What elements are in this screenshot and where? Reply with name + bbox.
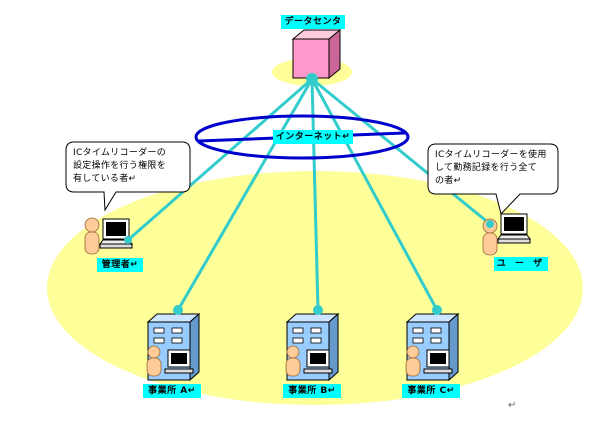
admin-callout-text: ICタイムリコーダーの 設定操作を行う権限を 有している者↵ xyxy=(73,148,167,184)
paragraph-mark: ↵ xyxy=(508,400,517,411)
internet-label: インターネット↵ xyxy=(273,130,353,144)
office-a-link-dot xyxy=(173,305,183,315)
link-user xyxy=(311,77,491,226)
user-callout-text: ICタイムリコーダーを使用 して勤務記録を行う全て の者↵ xyxy=(435,150,547,186)
admin-computer-icon xyxy=(99,218,133,249)
office-a-label: 事業所 A↵ xyxy=(143,384,201,398)
office-c-building-icon xyxy=(405,312,460,382)
office-a-building-icon xyxy=(146,312,201,382)
office-b-label: 事業所 B↵ xyxy=(283,384,341,398)
admin-link-dot xyxy=(124,236,132,244)
office-c-link-dot xyxy=(432,305,442,315)
user-computer-icon xyxy=(497,213,531,244)
datacenter-label: データセンタ xyxy=(281,15,345,29)
admin-person-icon xyxy=(84,217,100,255)
admin-label: 管理者↵ xyxy=(97,258,143,272)
office-c-label: 事業所 C↵ xyxy=(402,384,460,398)
datacenter-hub-dot xyxy=(306,73,318,85)
admin-callout-balloon xyxy=(65,141,191,212)
user-callout-balloon xyxy=(427,143,559,216)
user-link-dot xyxy=(486,220,494,228)
office-b-link-dot xyxy=(313,305,323,315)
link-admin xyxy=(127,77,313,242)
datacenter-server-icon xyxy=(291,28,342,80)
office-b-building-icon xyxy=(285,312,340,382)
user-label: ユ ー ザ xyxy=(494,257,548,271)
